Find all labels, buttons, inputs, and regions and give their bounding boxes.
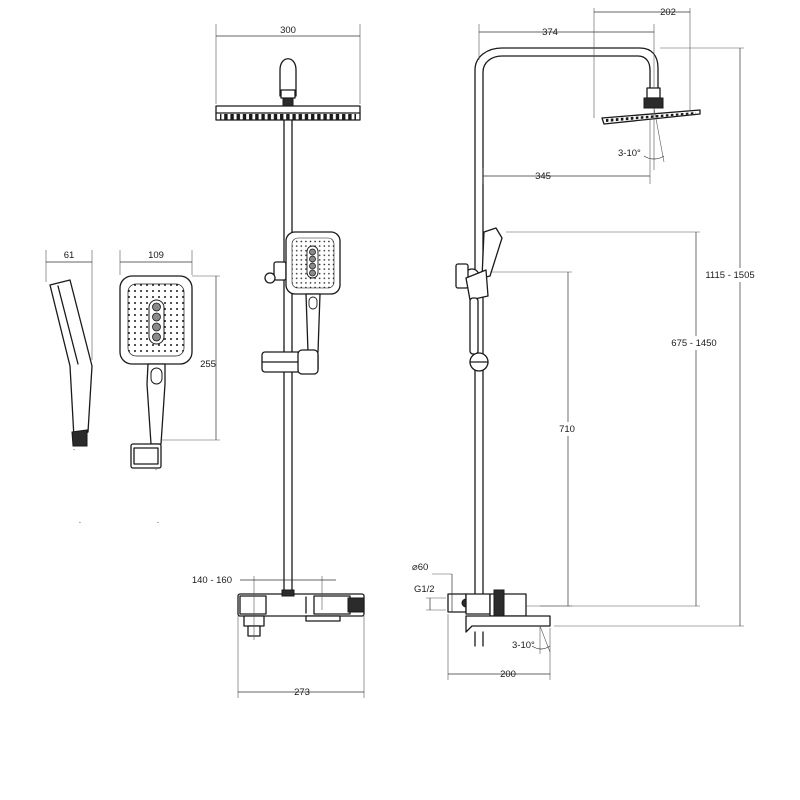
handshower-front-view <box>120 276 192 522</box>
label-handshower-front-height: 255 <box>200 359 216 370</box>
label-mixer-centers: 140 - 160 <box>192 575 232 586</box>
label-arm-projection: 345 <box>535 171 551 182</box>
overhead-shower-side <box>602 88 700 124</box>
label-side-head-width: 202 <box>660 7 676 18</box>
dimension-total-height: 1115 - 1505 <box>554 48 760 626</box>
label-spout-reach: 200 <box>500 669 516 680</box>
label-holder-height: 710 <box>559 424 575 435</box>
label-arm-reach: 374 <box>542 27 558 38</box>
shower-column-side-pipe <box>475 48 658 594</box>
dimension-holder-height: 710 <box>490 272 582 606</box>
overhead-shower-front <box>216 59 360 120</box>
dimension-handshower-side-width: 61 <box>46 250 92 360</box>
handshower-side-view <box>50 280 92 522</box>
label-head-tilt: 3-10° <box>618 148 641 159</box>
label-wall-flange-diameter: ⌀60 <box>412 562 428 573</box>
dimension-side-head-width: 202 <box>594 7 690 118</box>
label-handshower-front-width: 109 <box>148 250 164 261</box>
dimension-handshower-front-width: 109 <box>120 250 192 275</box>
label-total-height: 1115 - 1505 <box>705 270 754 281</box>
label-slider-range: 675 - 1450 <box>671 338 716 349</box>
dimension-thread-size: G1/2 <box>414 584 446 610</box>
dimension-spout-tilt: 3-10° <box>512 626 550 654</box>
label-thread-size: G1/2 <box>414 584 435 595</box>
handshower-in-holder <box>265 232 340 352</box>
label-mixer-width: 273 <box>294 687 310 698</box>
label-spout-tilt: 3-10° <box>512 640 535 651</box>
handshower-side-in-holder <box>456 228 502 354</box>
dimension-slider-range: 675 - 1450 <box>506 232 726 606</box>
label-overhead-shower-width: 300 <box>280 25 296 36</box>
thermostatic-mixer-front <box>238 590 364 636</box>
label-handshower-side-width: 61 <box>64 250 75 261</box>
slider-holder-side <box>470 353 488 371</box>
bath-mixer-side <box>448 590 550 646</box>
slider-holder-front <box>262 350 318 374</box>
